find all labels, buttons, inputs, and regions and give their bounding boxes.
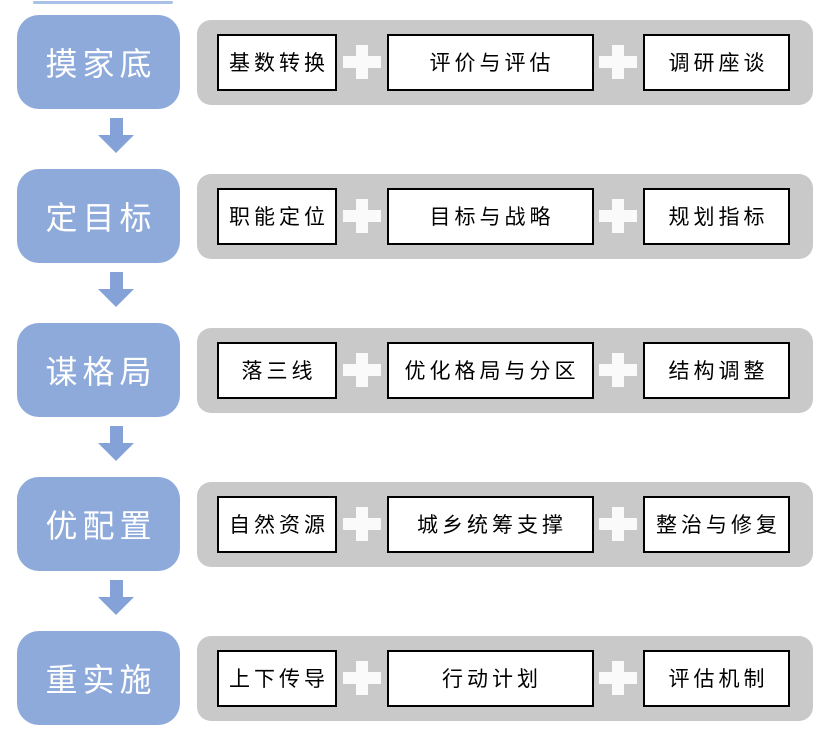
step-box: 职能定位 <box>217 187 337 245</box>
plus-icon <box>599 507 637 541</box>
plus-icon <box>599 661 637 695</box>
step-box: 目标与战略 <box>386 187 594 245</box>
plus-icon <box>599 353 637 387</box>
stage-box-4: 优配置 <box>17 477 180 571</box>
step-box: 基数转换 <box>217 33 337 91</box>
down-arrow-icon <box>98 118 134 153</box>
down-arrow-icon <box>98 580 134 615</box>
plus-icon <box>343 661 381 695</box>
step-box: 自然资源 <box>217 495 337 553</box>
step-box: 优化格局与分区 <box>386 341 594 399</box>
flow-row-4: 优配置 自然资源 城乡统筹支撑 整治与修复 <box>17 477 813 571</box>
step-box: 整治与修复 <box>643 495 790 553</box>
flow-row-2: 定目标 职能定位 目标与战略 规划指标 <box>17 169 813 263</box>
step-box: 评价与评估 <box>386 33 594 91</box>
arrow-gap <box>17 263 813 323</box>
stage-box-3: 谋格局 <box>17 323 180 417</box>
plus-icon <box>599 45 637 79</box>
arrow-gap <box>17 571 813 631</box>
steps-bar-1: 基数转换 评价与评估 调研座谈 <box>197 19 813 105</box>
steps-bar-5: 上下传导 行动计划 评估机制 <box>197 635 813 721</box>
top-cropped-shape <box>33 1 173 4</box>
plus-icon <box>599 199 637 233</box>
down-arrow-icon <box>98 272 134 307</box>
steps-bar-2: 职能定位 目标与战略 规划指标 <box>197 173 813 259</box>
steps-bar-4: 自然资源 城乡统筹支撑 整治与修复 <box>197 481 813 567</box>
down-arrow-icon <box>98 426 134 461</box>
flow-row-5: 重实施 上下传导 行动计划 评估机制 <box>17 631 813 725</box>
flow-row-3: 谋格局 落三线 优化格局与分区 结构调整 <box>17 323 813 417</box>
stage-box-2: 定目标 <box>17 169 180 263</box>
plus-icon <box>343 507 381 541</box>
step-box: 城乡统筹支撑 <box>386 495 594 553</box>
plus-icon <box>343 45 381 79</box>
arrow-gap <box>17 109 813 169</box>
arrow-gap <box>17 417 813 477</box>
step-box: 落三线 <box>217 341 337 399</box>
stage-box-5: 重实施 <box>17 631 180 725</box>
step-box: 结构调整 <box>643 341 790 399</box>
step-box: 规划指标 <box>643 187 790 245</box>
flow-row-1: 摸家底 基数转换 评价与评估 调研座谈 <box>17 15 813 109</box>
plus-icon <box>343 199 381 233</box>
step-box: 上下传导 <box>217 649 337 707</box>
step-box: 行动计划 <box>386 649 594 707</box>
step-box: 调研座谈 <box>643 33 790 91</box>
stage-box-1: 摸家底 <box>17 15 180 109</box>
plus-icon <box>343 353 381 387</box>
steps-bar-3: 落三线 优化格局与分区 结构调整 <box>197 327 813 413</box>
step-box: 评估机制 <box>643 649 790 707</box>
